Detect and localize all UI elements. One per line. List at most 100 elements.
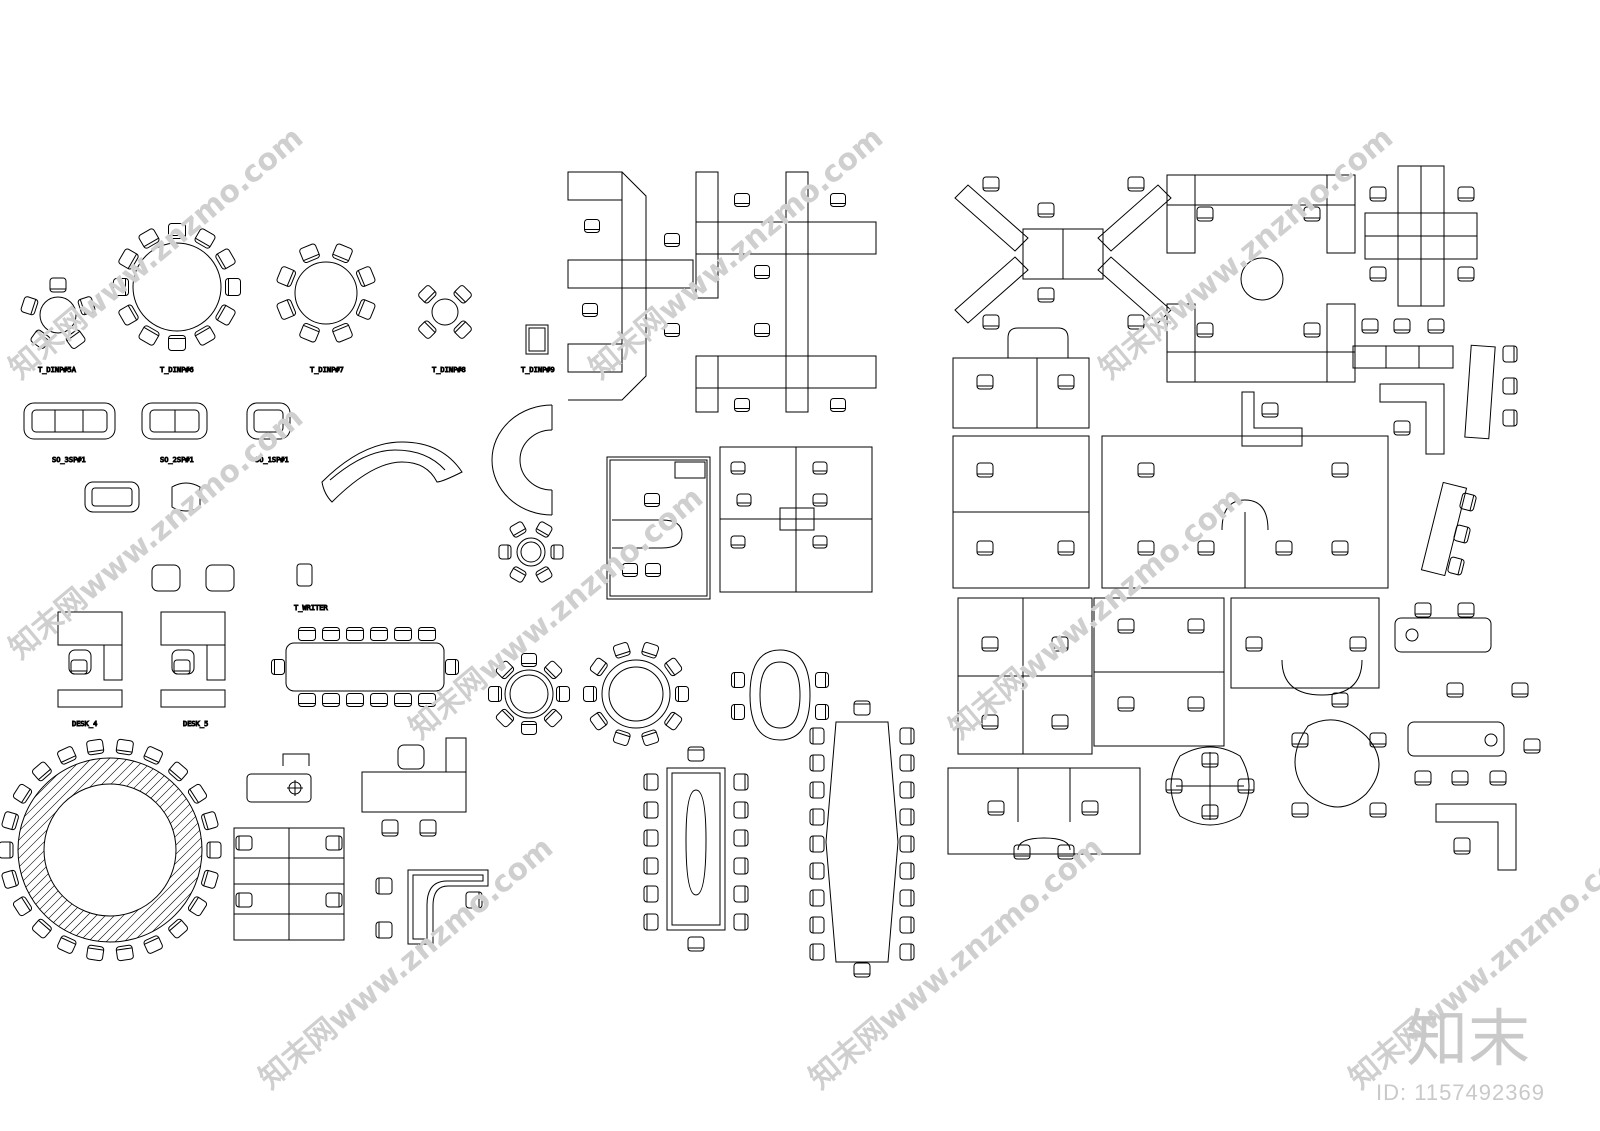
chair-set-generic (582, 176, 1541, 860)
chair (1037, 202, 1055, 218)
chair (49, 277, 67, 293)
watermark-text: 知末网www.znzmo.com (253, 830, 560, 1096)
chair (1457, 266, 1475, 282)
chair (641, 729, 660, 746)
chair (730, 461, 746, 475)
cubicle-pair-top-left (952, 327, 1090, 429)
hatch-line (18, 758, 75, 942)
chair (643, 801, 659, 819)
chair (465, 891, 483, 909)
chair (830, 398, 846, 412)
chair (325, 892, 343, 908)
chair (612, 729, 631, 746)
chair (730, 535, 746, 549)
chair (1369, 732, 1387, 748)
label-so-2sp: SO_2SP#1 (160, 456, 194, 464)
chair (1369, 266, 1387, 282)
chair (612, 642, 631, 659)
grid-workstations-row-2d (1230, 597, 1380, 696)
chair (899, 781, 915, 799)
watermark-brand: 知末 (1406, 1002, 1530, 1075)
chair (809, 916, 825, 934)
chair (815, 704, 829, 720)
chair (1127, 314, 1145, 330)
chair (815, 672, 829, 688)
cross-workstation-right (695, 171, 877, 413)
workstation-4-desk (233, 827, 345, 941)
reception-desk-lower (1407, 721, 1505, 757)
hatch-line (105, 758, 202, 942)
sofa-1-seat (246, 402, 291, 440)
chair (809, 889, 825, 907)
chair (1187, 696, 1205, 712)
conference-table-12-seat (285, 642, 445, 692)
hatch-line (18, 758, 84, 942)
chair (77, 296, 96, 316)
u-workstation-top (1166, 174, 1356, 383)
chair (643, 773, 659, 791)
hatch-line (18, 758, 57, 942)
chair (375, 921, 393, 939)
chair (235, 835, 253, 851)
chair (118, 248, 139, 270)
chair (12, 896, 33, 917)
sofa-2-seat (141, 402, 208, 440)
chair (809, 862, 825, 880)
chair (1427, 318, 1445, 334)
chair (1511, 682, 1529, 698)
chair (899, 835, 915, 853)
chair (733, 857, 749, 875)
chair (138, 325, 160, 346)
chair (734, 398, 750, 412)
chair (225, 278, 241, 296)
chair (987, 800, 1005, 816)
chair (12, 783, 33, 804)
chair (495, 708, 515, 728)
chair-set (0, 223, 915, 978)
hatch-line (18, 758, 192, 942)
chair (1451, 770, 1469, 786)
chair (1453, 524, 1471, 544)
chair (276, 299, 297, 320)
chair (173, 659, 191, 675)
chair (1275, 540, 1293, 556)
label-desk-5: DESK_5 (183, 720, 208, 728)
chair (664, 711, 683, 731)
chair (143, 746, 163, 765)
chair (322, 693, 340, 707)
chair (809, 754, 825, 772)
hatch-line (18, 758, 93, 942)
chair (543, 660, 563, 680)
x-workstation (954, 184, 1172, 324)
chair (20, 296, 39, 316)
semicircular-sofa (491, 404, 553, 516)
chair (1291, 802, 1309, 818)
chair (1523, 738, 1541, 754)
chair (355, 299, 376, 320)
chair (1196, 206, 1214, 222)
chair (1447, 556, 1465, 576)
sofa-3-seat (23, 402, 116, 440)
long-conference-table (825, 721, 899, 963)
hatch-line (0, 758, 11, 942)
chair (168, 918, 189, 939)
chair (394, 693, 412, 707)
chair (809, 835, 825, 853)
chair (206, 841, 222, 859)
chair (194, 228, 216, 249)
label-t-writer: T_WRITER (294, 604, 329, 612)
chair (899, 862, 915, 880)
chair (325, 835, 343, 851)
label-t-dinp6: T_DINP#6 (160, 366, 194, 374)
chair (830, 193, 846, 207)
chair (1, 869, 19, 889)
hatch-line (51, 758, 202, 942)
chair (899, 808, 915, 826)
chair (733, 885, 749, 903)
writing-pad-block (525, 324, 549, 355)
chair (495, 660, 515, 680)
l-shaped-corner-desk (1435, 803, 1517, 871)
wall-bench-a (1464, 344, 1496, 440)
chair (498, 544, 512, 560)
hatch-line (60, 758, 202, 942)
